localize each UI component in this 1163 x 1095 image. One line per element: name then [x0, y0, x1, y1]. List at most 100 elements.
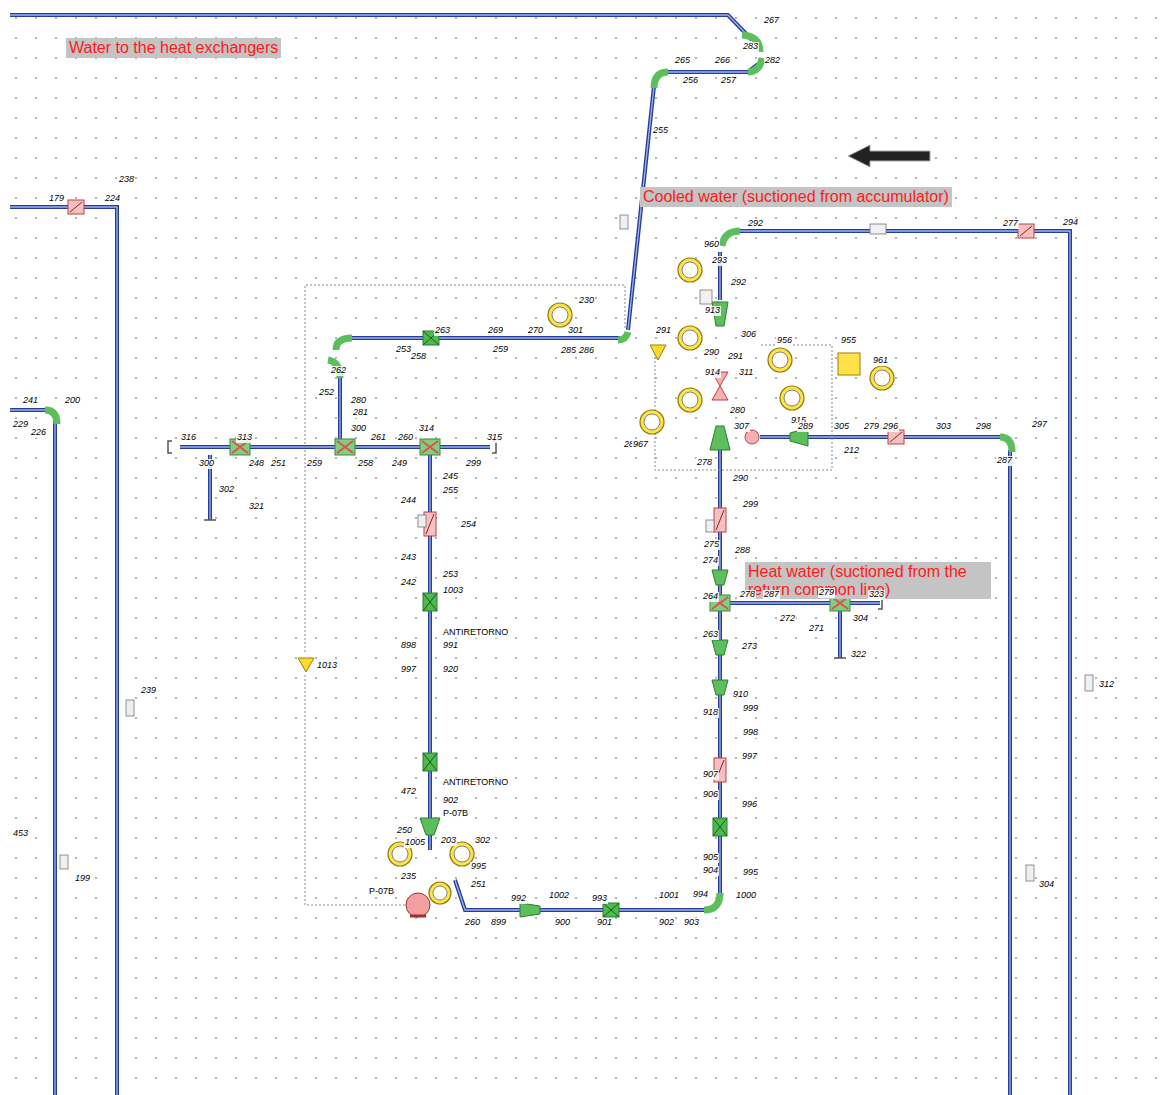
pipe-number: 307	[733, 422, 750, 432]
pipe-number: 212	[843, 446, 860, 456]
pipe-number: 453	[12, 829, 29, 839]
pipe-number: 255	[652, 126, 669, 136]
pipe-number: 260	[397, 433, 414, 443]
pipe-number: 258	[410, 352, 427, 362]
pipe-number: 902	[442, 796, 459, 806]
pipe-number: 300	[198, 459, 215, 469]
pipe-number: 256	[682, 76, 699, 86]
pipe-number: 286	[578, 346, 595, 356]
pipe-number: 997	[741, 752, 758, 762]
pipe-number: 251	[470, 880, 487, 890]
pipe-number: 274	[702, 556, 719, 566]
pipe-number: 292	[747, 219, 764, 229]
pipe-number: 312	[1098, 680, 1115, 690]
pipe-number: 472	[400, 787, 417, 797]
pipe-number: 242	[400, 578, 417, 588]
pipe-number: 226	[30, 428, 47, 438]
pipe-number: 283	[742, 42, 759, 52]
pipe-number: 904	[702, 866, 719, 876]
pipe-number: 179	[48, 194, 65, 204]
pipe-number: 1000	[735, 891, 757, 901]
pipe-number: 996	[741, 800, 758, 810]
pipe-number: 304	[852, 614, 869, 624]
pipe-number: 302	[474, 836, 491, 846]
pipe-number: 314	[418, 424, 435, 434]
flow-note: Cooled water (suctioned from accumulator…	[640, 187, 952, 207]
pipe-number: 263	[702, 630, 719, 640]
pipe-number: 287	[763, 590, 780, 600]
pipe-number: 280	[729, 406, 746, 416]
pipe-number: 238	[118, 175, 135, 185]
pipe-number: 994	[692, 890, 709, 900]
pipe-number: 254	[460, 520, 477, 530]
pipe-number: 1013	[316, 661, 338, 671]
pipe-number: 913	[704, 306, 721, 316]
component-tag: ANTIRETORNO	[442, 628, 509, 638]
pipe-number: 273	[741, 642, 758, 652]
pipe-number: 285	[560, 346, 577, 356]
pipe-number: 265	[674, 56, 691, 66]
pipe-number: 248	[248, 459, 265, 469]
pipe-number: 292	[730, 278, 747, 288]
pipe-number: 322	[850, 650, 867, 660]
pipe-number: 298	[975, 422, 992, 432]
pipe-number: 300	[350, 424, 367, 434]
pipe-number: 267	[763, 16, 780, 26]
pipe-number: 313	[236, 433, 253, 443]
pipe-number: 1005	[404, 838, 426, 848]
pipe-number: 920	[442, 665, 459, 675]
pipe-number: 278	[696, 458, 713, 468]
pipe-number: 296	[882, 422, 899, 432]
pipe-number: 995	[742, 868, 759, 878]
pipe-number: 243	[400, 553, 417, 563]
pipe-number: 281	[352, 408, 369, 418]
component-tag: P-07B	[368, 887, 395, 897]
pipe-number: 289	[797, 422, 814, 432]
pipe-number: 264	[702, 592, 719, 602]
pipe-number: 290	[732, 474, 749, 484]
pipe-number: 229	[12, 420, 29, 430]
pipe-number: 294	[1062, 218, 1079, 228]
pipe-number: 279	[818, 588, 835, 598]
pipe-number: 260	[464, 918, 481, 928]
pipe-number: 907	[702, 770, 719, 780]
pipe-number: 235	[400, 872, 417, 882]
pipe-number: 1003	[442, 586, 464, 596]
pipe-number: 270	[527, 326, 544, 336]
pipe-number: 1002	[548, 891, 570, 901]
pipe-number: 902	[658, 918, 675, 928]
pipe-number: 263	[434, 326, 451, 336]
pipe-number: 905	[702, 853, 719, 863]
pipe-number: 900	[554, 918, 571, 928]
pipe-number: 302	[218, 485, 235, 495]
pipe-number: 282	[764, 56, 781, 66]
pipe-number: 251	[270, 459, 287, 469]
pipe-number: 993	[591, 894, 608, 904]
pipe-number: 290	[703, 348, 720, 358]
pipe-number: 266	[714, 56, 731, 66]
pipe-number: 299	[742, 500, 759, 510]
pipe-number: 316	[180, 433, 197, 443]
pipe-number: 239	[140, 686, 157, 696]
component-tag: ANTIRETORNO	[442, 778, 509, 788]
pipe-number: 315	[486, 433, 503, 443]
pipe-number: 275	[703, 540, 720, 550]
pipe-number: 250	[396, 826, 413, 836]
pipe-number: 261	[370, 433, 387, 443]
pipe-number: 321	[248, 502, 265, 512]
pipe-number: 245	[442, 472, 459, 482]
pipe-number: 305	[833, 422, 850, 432]
pipe-number: 918	[702, 708, 719, 718]
pipe-number: 280	[350, 396, 367, 406]
pipe-number: 323	[868, 590, 885, 600]
pipe-number: 991	[442, 641, 459, 651]
pipe-number: 269	[487, 326, 504, 336]
pipe-number: 241	[22, 396, 39, 406]
pipe-number: 956	[776, 336, 793, 346]
pipe-number: 244	[400, 496, 417, 506]
pipe-number: 287	[996, 456, 1013, 466]
pipe-number: 278	[739, 590, 756, 600]
pipe-number: 898	[400, 641, 417, 651]
component-tag: P-07B	[442, 809, 469, 819]
pipe-number: 955	[840, 336, 857, 346]
